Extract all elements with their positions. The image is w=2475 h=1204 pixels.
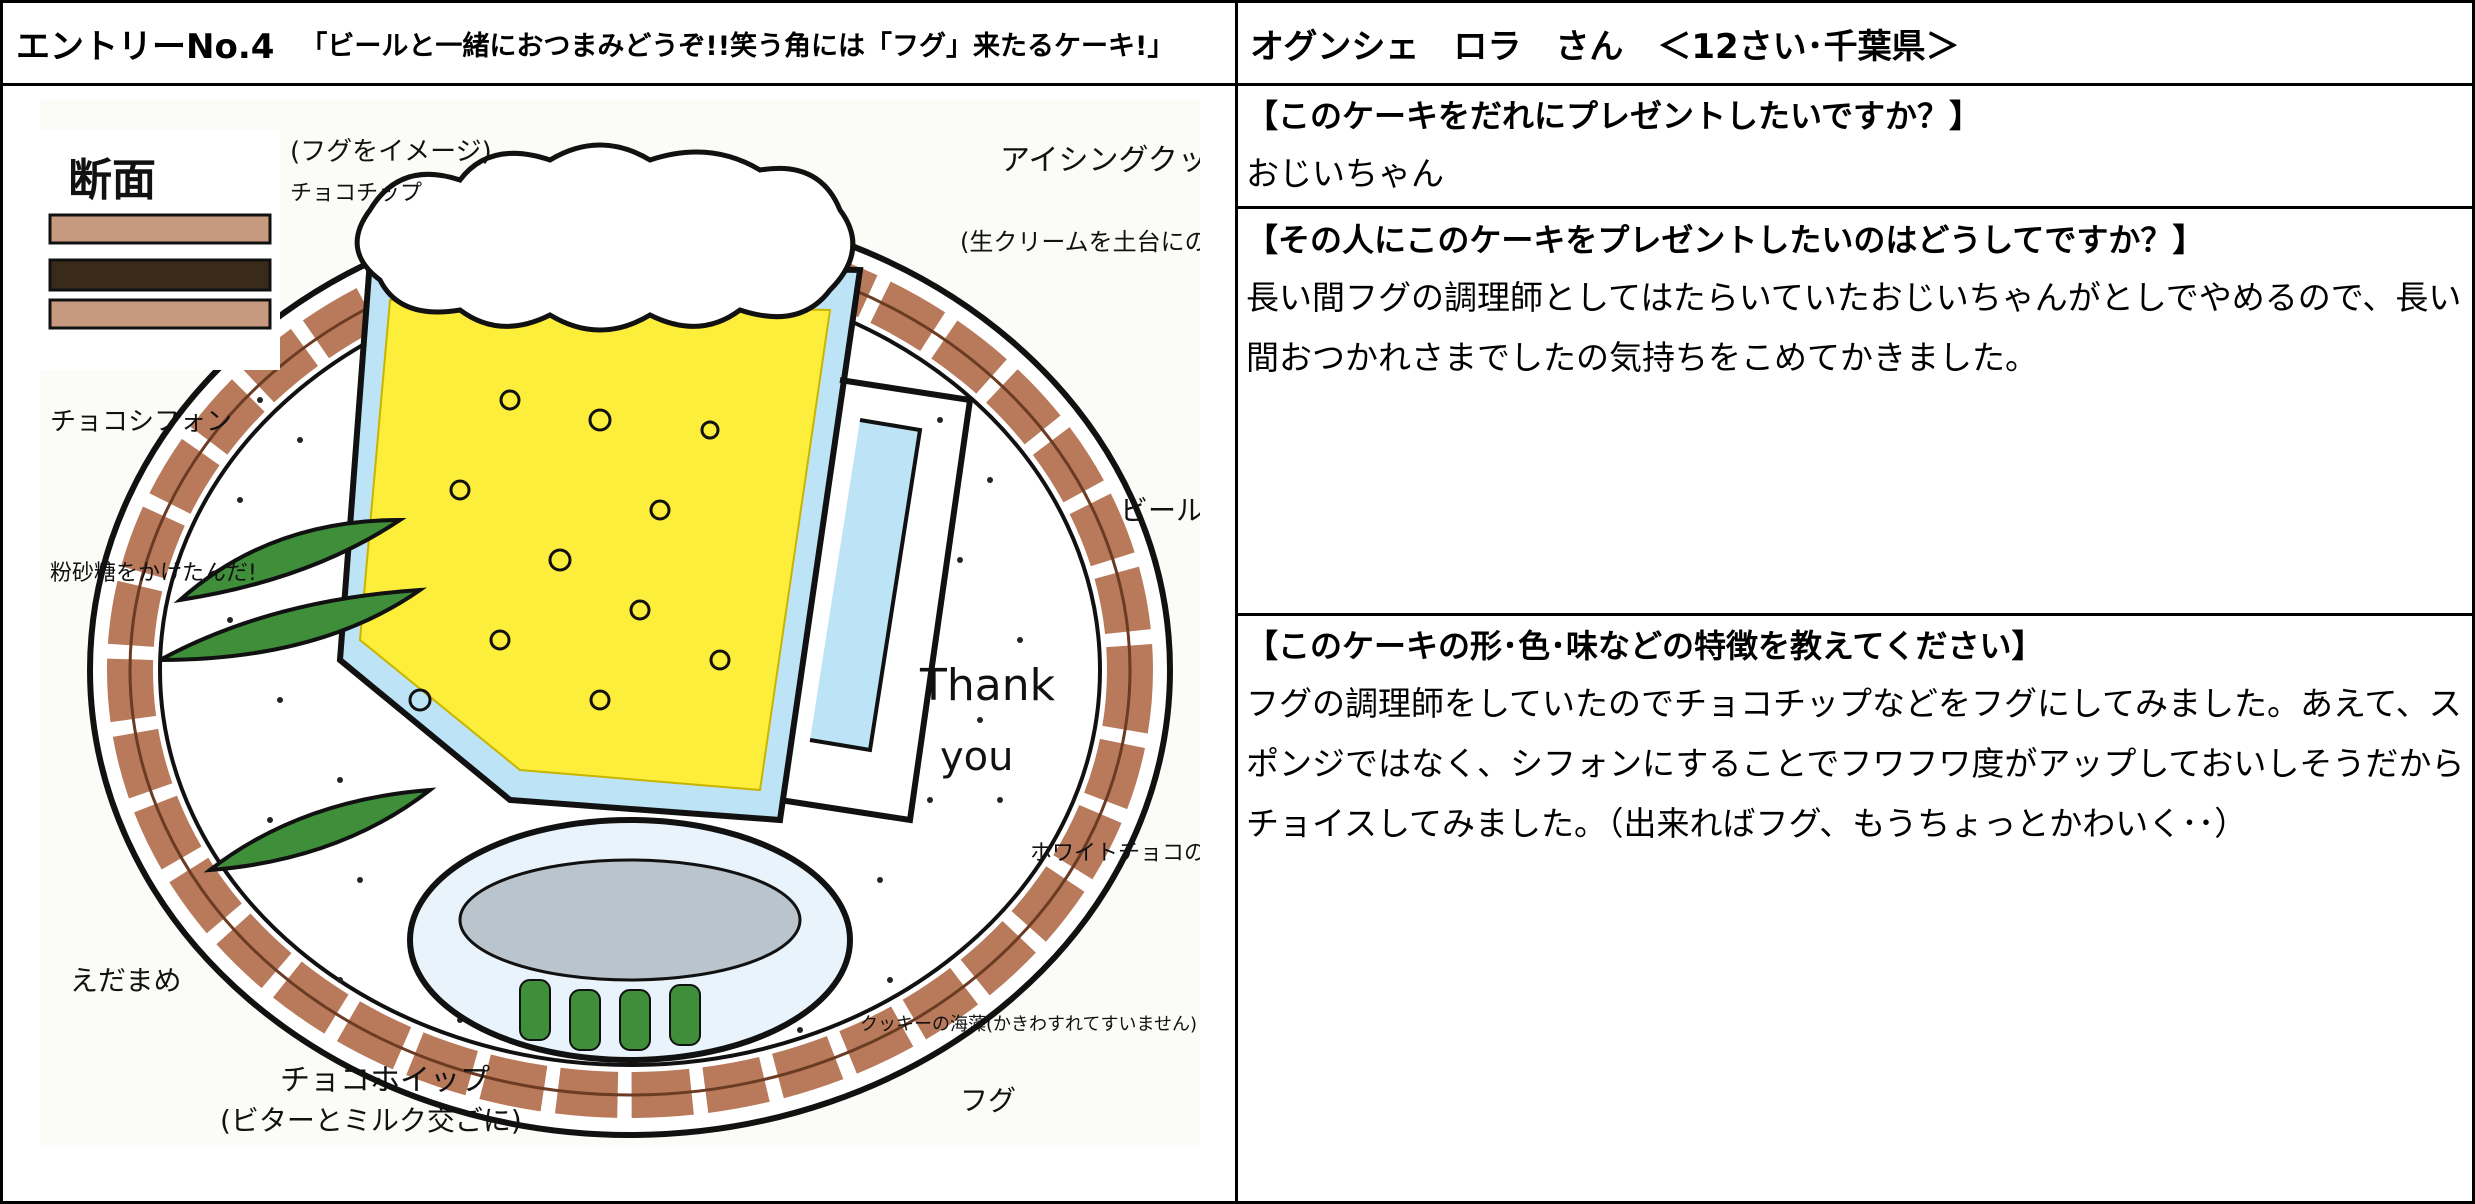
- qa-features: 【このケーキの形･色･味などの特徴を教えてください】 フグの調理師をしていたので…: [1246, 618, 2468, 854]
- label-powdered-sugar: 粉砂糖をかけたんだ!: [50, 561, 257, 586]
- fugu-fish: [407, 817, 853, 1063]
- label-you: you: [940, 734, 1014, 780]
- label-choco-chip: チョコチップ: [290, 181, 422, 206]
- row-divider-2: [1235, 613, 2475, 616]
- question-recipient: 【このケーキをだれにプレゼントしたいですか？】: [1246, 97, 1982, 135]
- label-choco-whip: チョコホイップ: [280, 1063, 490, 1098]
- row-divider-1: [1235, 206, 2475, 209]
- author-name: オグンシェ ロラ さん ＜12さい･千葉県＞: [1250, 26, 1960, 67]
- table-border-left: [0, 0, 3, 1204]
- table-divider-vertical: [1235, 0, 1238, 1204]
- label-choco-chiffon: チョコシフォン: [50, 407, 232, 437]
- label-fugu: フグ: [960, 1084, 1016, 1117]
- label-thank: Thank: [919, 660, 1056, 711]
- beer-mug: [336, 142, 974, 824]
- question-features: 【このケーキの形･色･味などの特徴を教えてください】: [1246, 627, 2044, 665]
- cross-section-inset: 断面: [40, 130, 280, 370]
- entry-number: エントリーNo.4: [16, 26, 275, 67]
- entry-title: 「ビールと一緒におつまみどうぞ!!笑う角には「フグ」来たるケーキ!」: [300, 30, 1175, 62]
- qa-recipient: 【このケーキをだれにプレゼントしたいですか？】 おじいちゃん: [1246, 88, 2468, 204]
- cake-drawing: 断面 (フグをイメージ) チョコチップ アイシングクッキー (生クリームを土台に…: [40, 100, 1200, 1145]
- entry-header: エントリーNo.4 「ビールと一緒におつまみどうぞ!!笑う角には「フグ」来たるケ…: [6, 3, 1231, 83]
- edamame-pods: [159, 517, 437, 873]
- answer-recipient: おじいちゃん: [1246, 154, 1444, 193]
- label-beer: ビール: [1120, 494, 1200, 527]
- header-divider: [0, 83, 2475, 86]
- cross-section-label: 断面: [68, 155, 156, 206]
- table-border-right: [2472, 0, 2475, 1204]
- label-cream-base: (生クリームを土台にのせる): [960, 228, 1200, 256]
- label-choco-whip-note: (ビターとミルク交ごに): [220, 1104, 522, 1137]
- qa-reason: 【その人にこのケーキをプレゼントしたいのはどうしてですか？】 長い間フグの調理師…: [1246, 212, 2468, 388]
- label-edamame: えだまめ: [70, 964, 181, 997]
- label-cookie-note: クッキーの海藻(かきわすれてすいません): [860, 1014, 1197, 1035]
- label-white-choco-pen: ホワイトチョコのペンで: [1030, 841, 1200, 866]
- answer-features: フグの調理師をしていたのでチョコチップなどをフグにしてみました。あえて、スポンジ…: [1246, 684, 2465, 843]
- label-fugu-image: (フグをイメージ): [290, 137, 492, 167]
- question-reason: 【その人にこのケーキをプレゼントしたいのはどうしてですか？】: [1246, 221, 2205, 259]
- answer-reason: 長い間フグの調理師としてはたらいていたおじいちゃんがとしでやめるので、長い間おつ…: [1246, 278, 2462, 377]
- label-icing-cookie: アイシングクッキー: [1000, 143, 1200, 178]
